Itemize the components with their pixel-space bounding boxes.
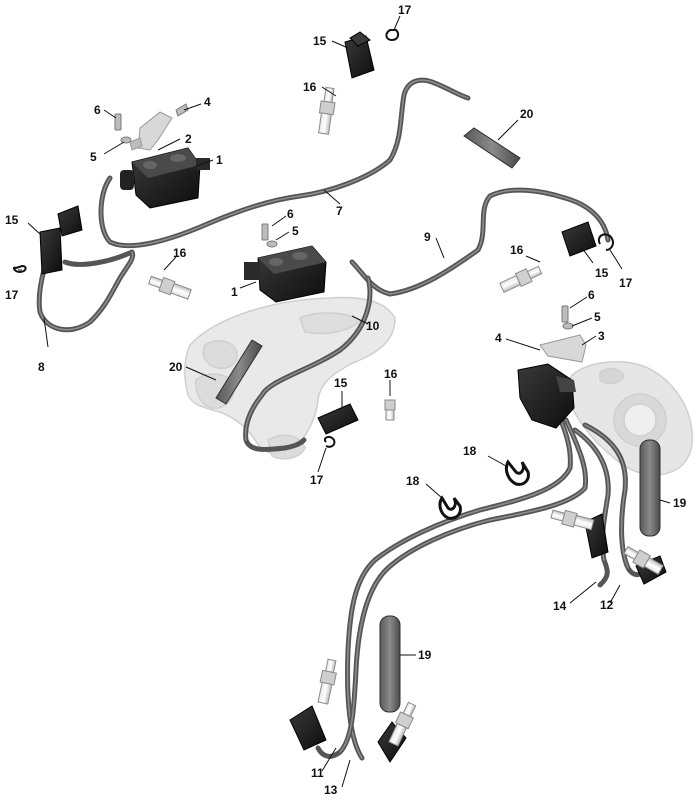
callout-3: 3	[598, 329, 605, 343]
callout-14: 14	[553, 599, 567, 613]
callout-20-upper: 20	[520, 107, 534, 121]
ignition-coil-middle	[244, 245, 327, 303]
bolts-washers	[114, 103, 574, 330]
callout-2: 2	[185, 132, 192, 146]
callout-18-right: 18	[463, 444, 477, 458]
protective-sleeves	[215, 127, 661, 713]
callout-17-lower: 17	[310, 473, 324, 487]
callout-10: 10	[366, 319, 380, 333]
callout-16-lower: 16	[384, 367, 398, 381]
callout-7: 7	[336, 204, 343, 218]
callout-17-top: 17	[398, 3, 412, 17]
callout-19-lower: 19	[418, 648, 432, 662]
callout-13: 13	[324, 783, 338, 797]
throttle-body	[567, 361, 693, 476]
callout-12: 12	[600, 598, 614, 612]
mounting-bracket-right	[539, 334, 587, 363]
callout-15-lower: 15	[334, 376, 348, 390]
callout-4-upper: 4	[204, 95, 211, 109]
ignition-wires	[36, 77, 653, 761]
callout-6-upper: 6	[94, 103, 101, 117]
callout-6-middle: 6	[287, 207, 294, 221]
mounting-bracket-upper	[129, 111, 173, 151]
callout-9: 9	[424, 230, 431, 244]
leader-lines	[18, 15, 671, 788]
spark-plugs	[147, 86, 664, 747]
ignition-coil-upper	[120, 147, 210, 209]
callout-4-right: 4	[495, 331, 502, 345]
ignition-coil-lower	[517, 363, 576, 429]
callout-11: 11	[311, 766, 324, 780]
callout-15-right: 15	[595, 266, 609, 280]
callout-1-middle: 1	[231, 285, 238, 299]
callout-6-right: 6	[588, 288, 595, 302]
callout-16-right: 16	[510, 243, 524, 257]
callout-15-top: 15	[313, 34, 327, 48]
callout-16-top: 16	[303, 80, 317, 94]
callout-17-left: 17	[5, 288, 19, 302]
callout-17-right: 17	[619, 276, 633, 290]
clips-and-clamps	[12, 29, 614, 520]
callout-8: 8	[38, 360, 45, 374]
callout-16-left: 16	[173, 246, 187, 260]
callout-20-lower: 20	[169, 360, 183, 374]
callout-5-right: 5	[594, 310, 601, 324]
callout-5-middle: 5	[292, 224, 299, 238]
callout-18-left: 18	[406, 474, 420, 488]
callout-15-left: 15	[5, 213, 19, 227]
callout-5-upper: 5	[90, 150, 97, 164]
callout-1-upper: 1	[216, 153, 223, 167]
callout-19-right: 19	[673, 496, 687, 510]
